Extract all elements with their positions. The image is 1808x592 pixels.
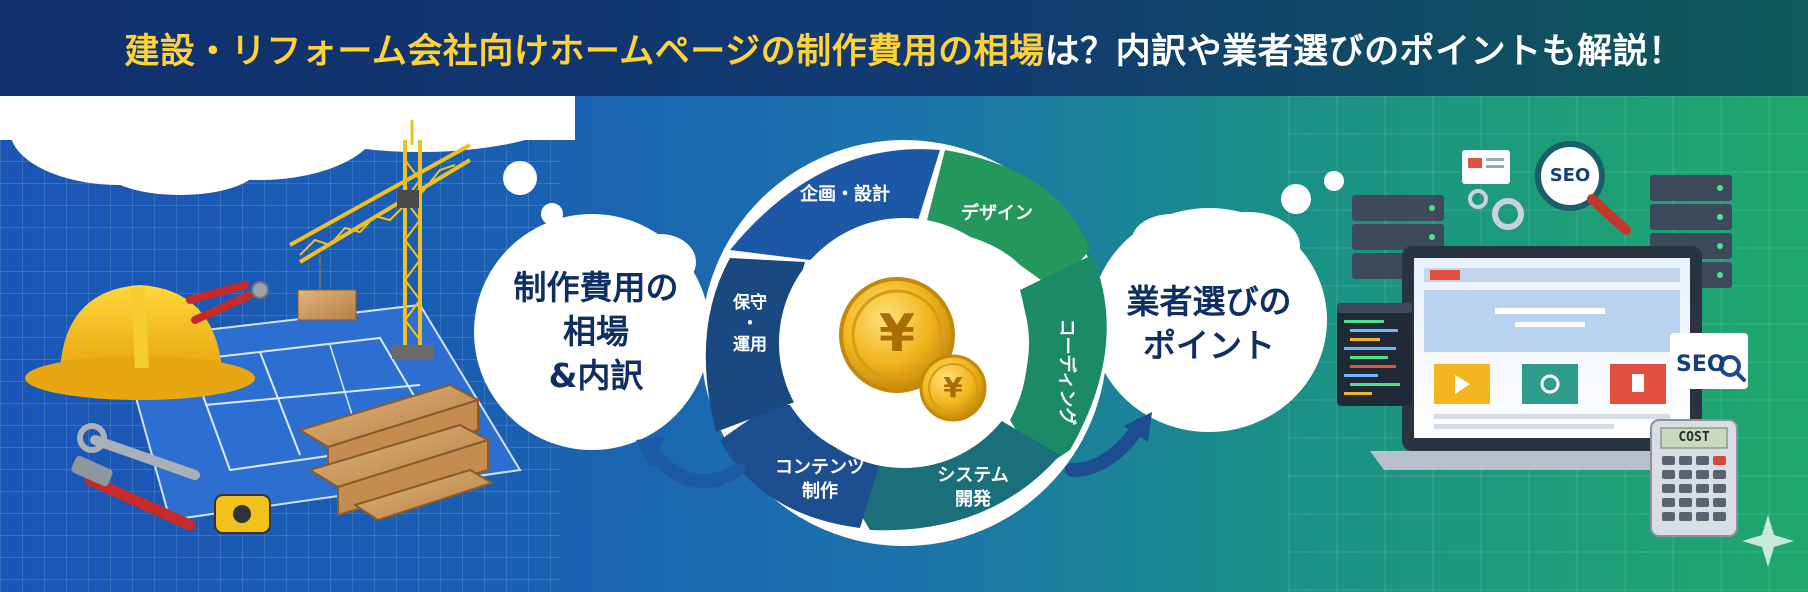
calculator-display: COST [1678,430,1710,445]
server-icon [1352,195,1444,279]
sparkle-icon [1742,515,1794,567]
laptop-icon [1370,246,1734,470]
seo-magnifier-icon [1535,141,1631,235]
browser-card-icon [1462,150,1510,184]
yen-symbol-small: ¥ [943,371,963,404]
tape-measure-icon [214,494,271,534]
cycle-segment-maintenance [705,258,805,432]
yen-symbol: ¥ [878,304,916,364]
lumber-icon [297,289,357,321]
cycle-segment-content [720,405,880,528]
page-title-rest: は？内訳や業者選びのポイントも解説！ [1044,31,1684,72]
cycle-segment-system [840,420,1060,531]
title-bar: 建設・リフォーム会社向けホームページの制作費用の相場は？内訳や業者選びのポイント… [0,0,1808,96]
right-curve-arrow [1065,418,1147,477]
code-window-icon [1337,303,1412,406]
cycle-segment-design [925,150,1090,290]
yen-coin-small-icon [919,354,987,422]
seo-card [1670,333,1748,389]
hammer-icon [71,455,196,531]
left-bubble-label: 制作費用の 相場 &内訳 [513,268,679,395]
wrench-icon [77,423,200,480]
left-thought-bubble [474,161,710,450]
seo-card-label: SEO [1676,352,1726,377]
crane-icon [289,120,472,359]
lumber-icon [297,383,495,522]
cycle-label-maintenance: 保守 ・ 運用 [733,293,767,355]
right-bubble-label: 業者選びの ポイント [1126,282,1292,365]
cycle-label-content: コンテンツ 制作 [775,457,865,502]
cycle-label-design: デザイン [961,203,1033,224]
cycle-segment-planning [730,149,940,260]
page-title-highlight: 建設・リフォーム会社向けホームページの制作費用の相場 [124,31,1045,72]
calculator-icon [1650,419,1738,537]
gear-icon [1468,189,1524,230]
cycle-label-system: システム 開発 [937,465,1009,510]
cycle-label-coding: コーディング [1056,318,1077,426]
yen-coin-icon [839,277,955,393]
hard-hat-icon [25,285,255,400]
cycle-segment-coding [1010,255,1107,470]
right-thought-bubble [1091,171,1344,432]
pliers-icon [186,281,269,324]
left-curve-arrow [643,443,745,489]
cycle-label-planning: 企画・設計 [800,184,890,205]
seo-magnifier-label: SEO [1549,165,1591,186]
